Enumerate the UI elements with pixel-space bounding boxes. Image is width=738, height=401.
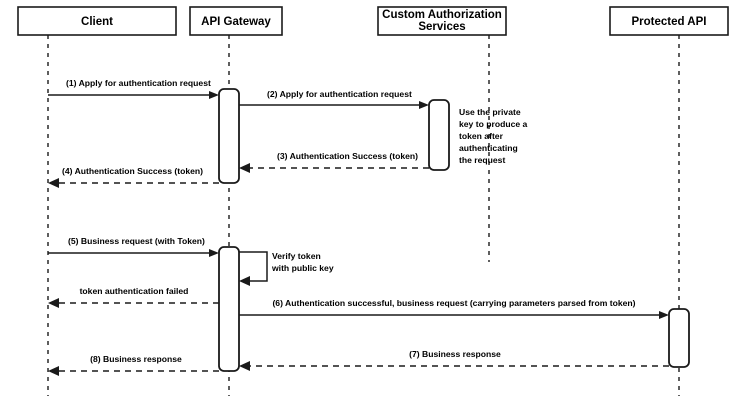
note-private-key-token-line1: Use the private bbox=[459, 107, 521, 117]
message-3-arrowhead bbox=[239, 163, 250, 173]
participant-box-protected-api[interactable] bbox=[609, 6, 729, 36]
note-private-key-token-line4: authenticating bbox=[459, 143, 518, 153]
participant-custom-authorization-services[interactable]: Custom Authorization Services bbox=[377, 6, 507, 36]
message-3-authentication-success-token-to-gateway[interactable]: (3) Authentication Success (token) bbox=[239, 151, 429, 173]
message-5-arrowhead bbox=[209, 249, 219, 257]
message-1-arrowhead bbox=[209, 91, 219, 99]
activation-bars-group bbox=[218, 88, 690, 372]
message-4-arrowhead bbox=[48, 178, 59, 188]
participant-label-client: Client bbox=[81, 16, 113, 28]
message-1-label: (1) Apply for authentication request bbox=[66, 78, 211, 88]
participant-headers-group: Client API Gateway Custom Authorization … bbox=[17, 6, 729, 36]
participant-box-client[interactable] bbox=[17, 6, 177, 36]
message-token-authentication-failed-arrowhead bbox=[48, 298, 59, 308]
message-8-business-response-to-client[interactable]: (8) Business response bbox=[48, 354, 219, 376]
participant-label-custom-authorization-services-line1: Custom Authorization bbox=[382, 9, 502, 21]
message-8-arrowhead bbox=[48, 366, 59, 376]
participant-label-protected-api: Protected API bbox=[632, 16, 707, 28]
message-6-label: (6) Authentication successful, business … bbox=[272, 298, 635, 308]
message-6-authentication-successful-business-request[interactable]: (6) Authentication successful, business … bbox=[239, 298, 669, 319]
message-5-business-request-with-token[interactable]: (5) Business request (with Token) bbox=[48, 236, 219, 257]
participant-label-api-gateway: API Gateway bbox=[201, 16, 271, 28]
message-3-label: (3) Authentication Success (token) bbox=[277, 151, 418, 161]
message-self-verify-token-arrowhead bbox=[239, 276, 250, 286]
activation-protected-api bbox=[668, 308, 690, 368]
message-7-business-response-from-protected-api[interactable]: (7) Business response bbox=[239, 349, 669, 371]
participant-box-custom-authorization-services[interactable] bbox=[377, 6, 507, 36]
message-5-label: (5) Business request (with Token) bbox=[68, 236, 205, 246]
message-self-verify-token-path bbox=[239, 251, 268, 282]
message-8-label: (8) Business response bbox=[90, 354, 182, 364]
activation-api-gateway-business bbox=[218, 246, 240, 372]
message-2-label: (2) Apply for authentication request bbox=[267, 89, 412, 99]
participant-client[interactable]: Client bbox=[17, 6, 177, 36]
message-4-label: (4) Authentication Success (token) bbox=[62, 166, 203, 176]
message-self-verify-token-label-line2: with public key bbox=[271, 263, 334, 273]
participant-box-api-gateway[interactable] bbox=[189, 6, 283, 36]
participant-protected-api[interactable]: Protected API bbox=[609, 6, 729, 36]
message-7-label: (7) Business response bbox=[409, 349, 501, 359]
activation-custom-authorization-services bbox=[428, 99, 450, 171]
message-self-verify-token-with-public-key[interactable]: Verify token with public key bbox=[239, 251, 334, 286]
message-7-arrowhead bbox=[239, 361, 250, 371]
message-2-apply-for-authentication-request-to-auth-service[interactable]: (2) Apply for authentication request bbox=[239, 89, 429, 109]
message-6-arrowhead bbox=[659, 311, 669, 319]
message-token-authentication-failed[interactable]: token authentication failed bbox=[48, 286, 219, 308]
note-private-key-token: Use the private key to produce a token a… bbox=[459, 107, 528, 165]
note-private-key-token-line3: token after bbox=[459, 131, 504, 141]
message-self-verify-token-label-line1: Verify token bbox=[272, 251, 321, 261]
note-private-key-token-line5: the request bbox=[459, 155, 505, 165]
activation-api-gateway-auth bbox=[218, 88, 240, 184]
participant-api-gateway[interactable]: API Gateway bbox=[189, 6, 283, 36]
message-token-authentication-failed-label: token authentication failed bbox=[80, 286, 189, 296]
message-4-authentication-success-token-to-client[interactable]: (4) Authentication Success (token) bbox=[48, 166, 219, 188]
note-private-key-token-line2: key to produce a bbox=[459, 119, 528, 129]
participant-label-custom-authorization-services-line2: Services bbox=[418, 21, 465, 33]
message-2-arrowhead bbox=[419, 101, 429, 109]
message-1-apply-for-authentication-request[interactable]: (1) Apply for authentication request bbox=[48, 78, 219, 99]
